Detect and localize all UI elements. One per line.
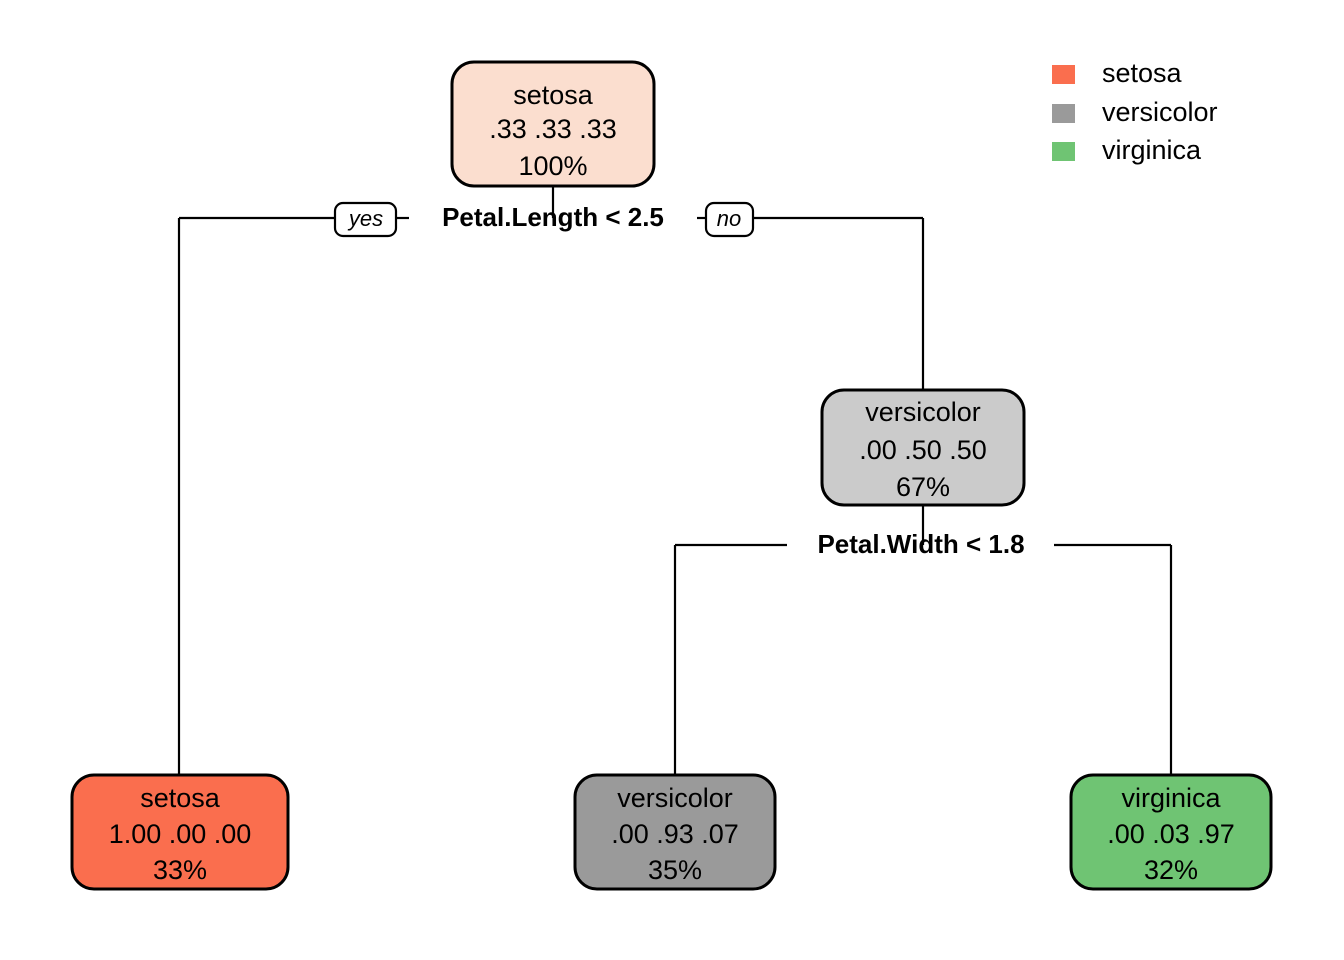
- node-root[interactable]: setosa .33 .33 .33 100%: [450, 60, 656, 188]
- node-versicolor-internal-box[interactable]: [820, 388, 1026, 507]
- split-petal-length: yes Petal.Length < 2.5 no: [333, 201, 755, 238]
- node-virginica-leaf[interactable]: virginica .00 .03 .97 32%: [1069, 773, 1273, 891]
- legend-swatch-setosa-icon: [1052, 65, 1075, 84]
- node-versicolor-leaf-class-label: versicolor: [617, 783, 733, 813]
- split1-no-box[interactable]: [704, 201, 755, 238]
- legend-item-virginica: virginica: [1052, 135, 1202, 165]
- node-root-class-label: setosa: [513, 80, 594, 110]
- legend-item-setosa: setosa: [1052, 58, 1183, 88]
- split1-yes-label: yes: [347, 206, 383, 231]
- node-setosa-leaf-box[interactable]: [70, 773, 290, 891]
- node-versicolor-internal[interactable]: versicolor .00 .50 .50 67%: [820, 388, 1026, 507]
- legend: setosa versicolor virginica: [1052, 58, 1218, 165]
- node-setosa-leaf-class-label: setosa: [140, 783, 221, 813]
- legend-swatch-versicolor-icon: [1052, 104, 1075, 123]
- node-root-probabilities: .33 .33 .33: [489, 114, 617, 144]
- node-root-box[interactable]: [450, 60, 656, 188]
- split-petal-width: Petal.Width < 1.8: [817, 529, 1024, 559]
- legend-label-setosa: setosa: [1102, 58, 1183, 88]
- node-versicolor-internal-percent: 67%: [896, 472, 950, 502]
- node-versicolor-leaf-percent: 35%: [648, 855, 702, 885]
- split1-yes-box[interactable]: [333, 201, 398, 238]
- split1-no-label: no: [717, 206, 741, 231]
- split1-yes-badge[interactable]: yes: [333, 201, 398, 238]
- node-setosa-leaf-probabilities: 1.00 .00 .00: [109, 819, 252, 849]
- node-setosa-leaf[interactable]: setosa 1.00 .00 .00 33%: [70, 773, 290, 891]
- legend-item-versicolor: versicolor: [1052, 97, 1218, 127]
- node-virginica-leaf-box[interactable]: [1069, 773, 1273, 891]
- node-setosa-leaf-percent: 33%: [153, 855, 207, 885]
- split1-no-badge[interactable]: no: [704, 201, 755, 238]
- node-versicolor-leaf-box[interactable]: [573, 773, 777, 891]
- node-virginica-leaf-percent: 32%: [1144, 855, 1198, 885]
- node-versicolor-internal-class-label: versicolor: [865, 397, 981, 427]
- split2-condition-label: Petal.Width < 1.8: [817, 529, 1024, 559]
- node-versicolor-leaf-probabilities: .00 .93 .07: [611, 819, 739, 849]
- legend-swatch-virginica-icon: [1052, 142, 1075, 161]
- node-versicolor-leaf[interactable]: versicolor .00 .93 .07 35%: [573, 773, 777, 891]
- split1-condition-label: Petal.Length < 2.5: [442, 202, 664, 232]
- node-root-percent: 100%: [518, 151, 587, 181]
- legend-label-virginica: virginica: [1102, 135, 1202, 165]
- node-versicolor-internal-probabilities: .00 .50 .50: [859, 435, 987, 465]
- node-virginica-leaf-probabilities: .00 .03 .97: [1107, 819, 1235, 849]
- legend-label-versicolor: versicolor: [1102, 97, 1218, 127]
- connector-group: [177, 186, 1173, 775]
- node-virginica-leaf-class-label: virginica: [1121, 783, 1221, 813]
